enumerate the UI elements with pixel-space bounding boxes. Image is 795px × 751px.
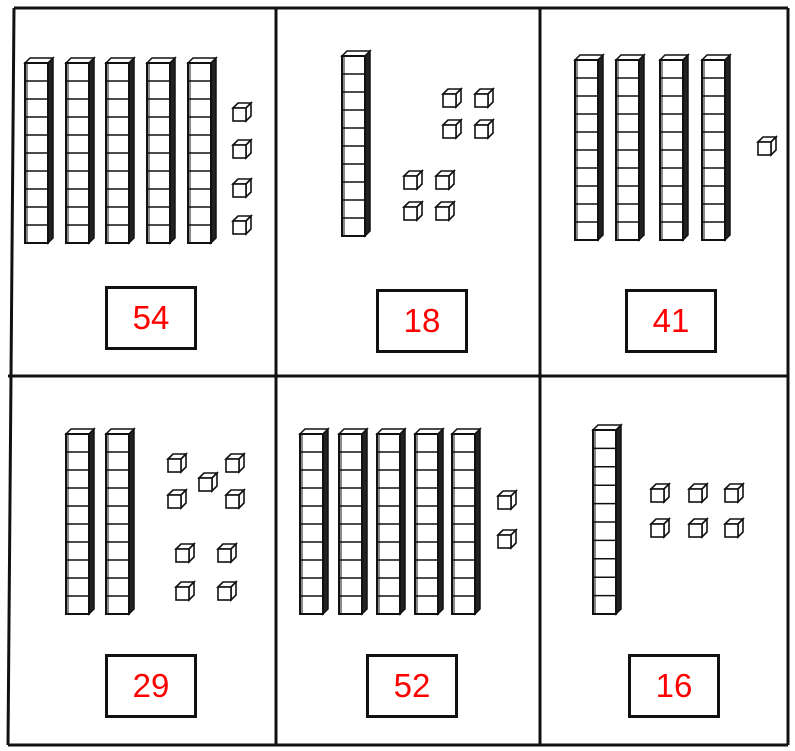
ten-rod-icon [660, 55, 688, 240]
ten-rod-icon [377, 429, 405, 614]
unit-cube-icon [226, 454, 244, 472]
unit-cube-icon [404, 202, 422, 220]
answer-box-29: 29 [105, 654, 197, 718]
answer-text: 54 [133, 299, 170, 337]
answer-box-54: 54 [105, 286, 197, 350]
answer-text: 16 [656, 667, 693, 705]
unit-cube-icon [218, 582, 236, 600]
ten-rod-icon [300, 429, 328, 614]
answer-box-41: 41 [625, 289, 717, 353]
answer-text: 29 [133, 667, 170, 705]
ten-rod-icon [593, 425, 621, 614]
answer-box-52: 52 [366, 654, 458, 718]
unit-cube-icon [436, 202, 454, 220]
unit-cube-icon [475, 89, 493, 107]
unit-cube-icon [725, 519, 743, 537]
unit-cube-icon [498, 530, 516, 548]
unit-cube-icon [233, 216, 251, 234]
unit-cube-icon [168, 454, 186, 472]
unit-cube-icon [475, 120, 493, 138]
ten-rod-icon [702, 55, 730, 240]
unit-cube-icon [498, 491, 516, 509]
ten-rod-icon [452, 429, 480, 614]
unit-cube-icon [443, 89, 461, 107]
unit-cube-icon [436, 171, 454, 189]
unit-cube-icon [233, 179, 251, 197]
unit-cube-icon [199, 473, 217, 491]
unit-cube-icon [168, 490, 186, 508]
unit-cube-icon [218, 544, 236, 562]
answer-text: 52 [394, 667, 431, 705]
unit-cube-icon [176, 544, 194, 562]
unit-cube-icon [443, 120, 461, 138]
ten-rod-icon [575, 55, 603, 240]
answer-text: 41 [653, 302, 690, 340]
ten-rod-icon [616, 55, 644, 240]
unit-cube-icon [689, 519, 707, 537]
ten-rod-icon [147, 58, 175, 243]
answer-box-18: 18 [376, 289, 468, 353]
ten-rod-icon [106, 58, 134, 243]
unit-cube-icon [233, 140, 251, 158]
ten-rod-icon [106, 429, 134, 614]
ten-rod-icon [188, 58, 216, 243]
unit-cube-icon [233, 103, 251, 121]
unit-cube-icon [651, 519, 669, 537]
unit-cube-icon [404, 171, 422, 189]
unit-cube-icon [226, 490, 244, 508]
unit-cube-icon [689, 484, 707, 502]
unit-cube-icon [651, 484, 669, 502]
unit-cube-icon [758, 137, 776, 155]
answer-box-16: 16 [628, 654, 720, 718]
ten-rod-icon [415, 429, 443, 614]
unit-cube-icon [176, 582, 194, 600]
ten-rod-icon [66, 58, 94, 243]
ten-rod-icon [66, 429, 94, 614]
unit-cube-icon [725, 484, 743, 502]
ten-rod-icon [339, 429, 367, 614]
ten-rod-icon [342, 51, 370, 236]
ten-rod-icon [25, 58, 53, 243]
answer-text: 18 [404, 302, 441, 340]
